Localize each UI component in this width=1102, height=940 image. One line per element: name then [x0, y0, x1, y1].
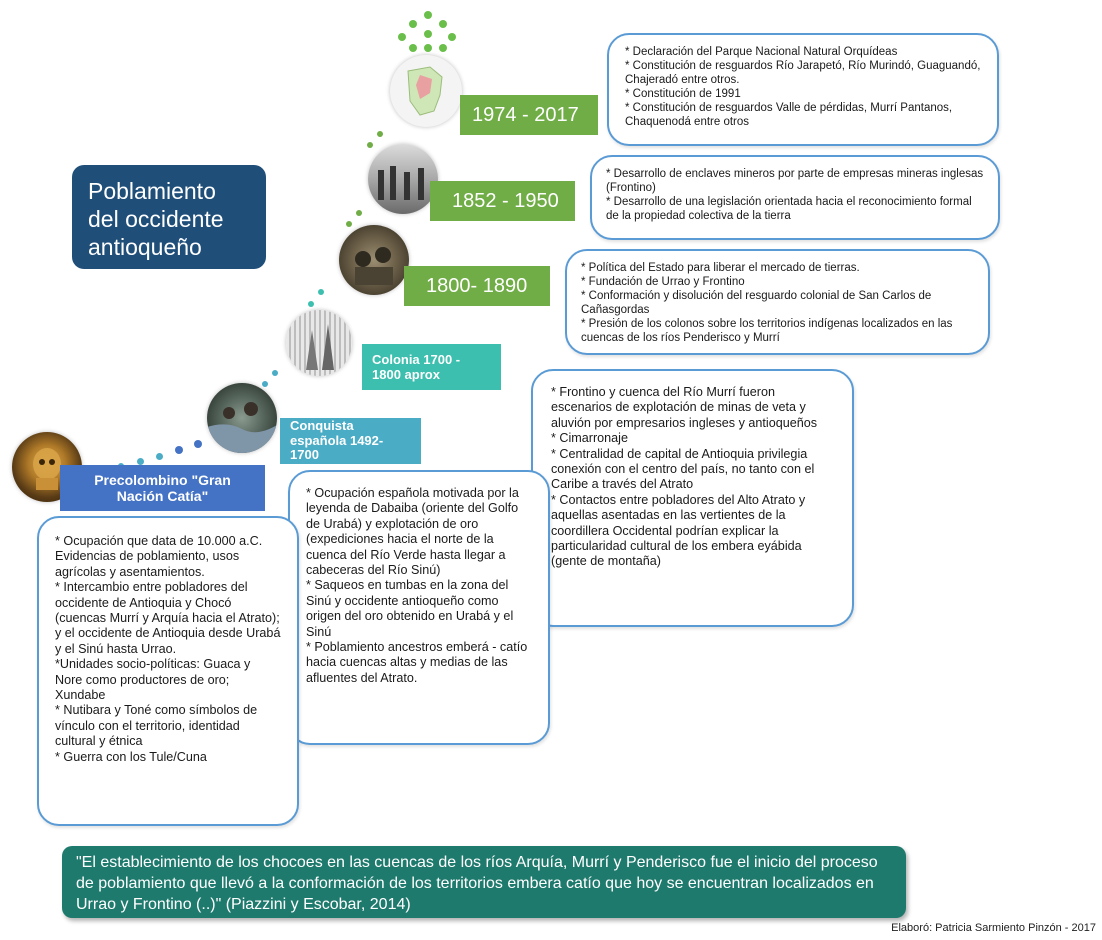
notes-colonia: * Frontino y cuenca del Río Murrí fueron… [531, 369, 854, 627]
period-label-conquista: Conquista española 1492- 1700 [280, 418, 421, 464]
note-line: * Intercambio entre pobladores del occid… [55, 580, 281, 656]
period-label-precolombino: Precolombino "Gran Nación Catía" [60, 465, 265, 511]
note-line: * Guerra con los Tule/Cuna [55, 749, 207, 764]
diagram-title: Poblamiento del occidente antioqueño [72, 165, 266, 269]
note-line: * Desarrollo de enclaves mineros por par… [606, 168, 984, 194]
period-label-conquista-text: Conquista española 1492- 1700 [290, 418, 384, 463]
note-line: * Constitución de resguardos Río Jarapet… [625, 60, 981, 86]
note-line: * Ocupación que data de 10.000 a.C. Evid… [55, 534, 263, 579]
notes-1800-1890: * Política del Estado para liberar el me… [565, 249, 990, 355]
note-line: * Presión de los colonos sobre los terri… [581, 318, 953, 344]
note-line: * Nutibara y Toné como símbolos de víncu… [55, 703, 258, 749]
note-line: * Constitución de 1991 [625, 88, 741, 100]
period-label-colonia: Colonia 1700 - 1800 aprox [362, 344, 501, 390]
period-label-1974-2017-text: 1974 - 2017 [472, 103, 579, 126]
note-line: * Política del Estado para liberar el me… [581, 262, 860, 274]
1800-1890-people-photo [339, 225, 409, 295]
note-line: * Declaración del Parque Nacional Natura… [625, 46, 898, 58]
period-label-1800-1890-text: 1800- 1890 [426, 274, 528, 297]
quote-text: "El establecimiento de los chocoes en la… [76, 854, 878, 913]
note-line: * Contactos entre pobladores del Alto At… [551, 492, 806, 569]
note-line: * Ocupación española motivada por la ley… [306, 486, 519, 578]
note-line: * Cimarronaje [551, 431, 628, 446]
note-line: * Conformación y disolución del resguard… [581, 290, 932, 316]
note-line: * Centralidad de capital de Antioquia pr… [551, 446, 815, 492]
1852-1950-mining-photo [368, 144, 438, 214]
note-line: *Unidades socio-políticas: Guaca y Nore … [55, 657, 251, 703]
note-line: * Constitución de resguardos Valle de pé… [625, 102, 953, 128]
colonia-engraving-photo [286, 310, 352, 376]
quote-box: "El establecimiento de los chocoes en la… [62, 846, 906, 918]
period-label-1852-1950-text: 1852 - 1950 [452, 189, 559, 212]
period-label-1800-1890: 1800- 1890 [404, 266, 550, 306]
notes-precolombino: * Ocupación que data de 10.000 a.C. Evid… [37, 516, 299, 826]
period-label-1852-1950: 1852 - 1950 [430, 181, 575, 221]
note-line: * Saqueos en tumbas en la zona del Sinú … [306, 578, 514, 639]
note-line: * Frontino y cuenca del Río Murrí fueron… [551, 385, 818, 430]
author-credit: Elaboró: Patricia Sarmiento Pinzón - 201… [891, 922, 1096, 934]
conquista-river-photo [207, 383, 277, 453]
period-label-colonia-text: Colonia 1700 - 1800 aprox [372, 352, 461, 382]
1974-2017-map-photo [390, 55, 462, 127]
notes-1852-1950: * Desarrollo de enclaves mineros por par… [590, 155, 1000, 240]
note-line: * Desarrollo de una legislación orientad… [606, 196, 972, 222]
period-label-precolombino-text: Precolombino "Gran Nación Catía" [94, 472, 231, 504]
period-label-1974-2017: 1974 - 2017 [460, 95, 598, 135]
notes-conquista: * Ocupación española motivada por la ley… [288, 470, 550, 745]
note-line: * Poblamiento ancestros emberá - catío h… [306, 640, 528, 685]
notes-1974-2017: * Declaración del Parque Nacional Natura… [607, 33, 999, 146]
note-line: * Fundación de Urrao y Frontino [581, 276, 745, 288]
